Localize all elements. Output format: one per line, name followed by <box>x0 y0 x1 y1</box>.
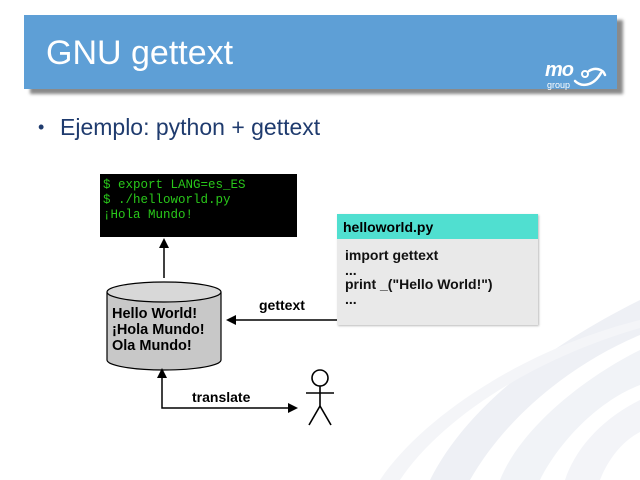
code-lines: import gettext ... print _("Hello World!… <box>337 239 538 306</box>
terminal-line: $ ./helloworld.py <box>103 193 231 207</box>
code-line: import gettext <box>345 247 439 263</box>
terminal-output: $ export LANG=es_ES $ ./helloworld.py ¡H… <box>100 174 297 237</box>
database-cylinder <box>106 281 222 371</box>
database-entry: Ola Mundo! <box>112 338 192 354</box>
code-listing-box: helloworld.py import gettext ... print _… <box>337 214 538 325</box>
translate-arrow-label: translate <box>192 389 251 405</box>
logo-swirl-icon <box>573 67 607 87</box>
logo-wordmark: mo <box>545 59 574 81</box>
code-filename: helloworld.py <box>337 214 538 239</box>
bullet-marker: • <box>38 117 45 137</box>
bullet-text: Ejemplo: python + gettext <box>60 114 321 140</box>
database-entry: ¡Hola Mundo! <box>112 322 205 338</box>
code-line: ... <box>345 261 357 278</box>
mosis-group-logo: mo group <box>545 59 607 91</box>
database-entry: Hello World! <box>112 306 198 322</box>
translate-connector <box>157 368 296 409</box>
translator-person-icon <box>306 369 334 426</box>
slide-title: GNU gettext <box>46 34 234 72</box>
code-line: ... <box>345 290 357 307</box>
translate-arrowhead <box>288 403 298 413</box>
logo-subtitle: group <box>547 80 571 90</box>
code-line: print _("Hello World!") <box>345 276 493 292</box>
gettext-arrow-label: gettext <box>259 297 305 313</box>
terminal-line: $ export LANG=es_ES <box>103 178 246 192</box>
database-contents: Hello World! ¡Hola Mundo! Ola Mundo! <box>112 306 205 354</box>
title-bar: GNU gettext mo group <box>24 15 617 91</box>
terminal-line: ¡Hola Mundo! <box>103 208 194 222</box>
